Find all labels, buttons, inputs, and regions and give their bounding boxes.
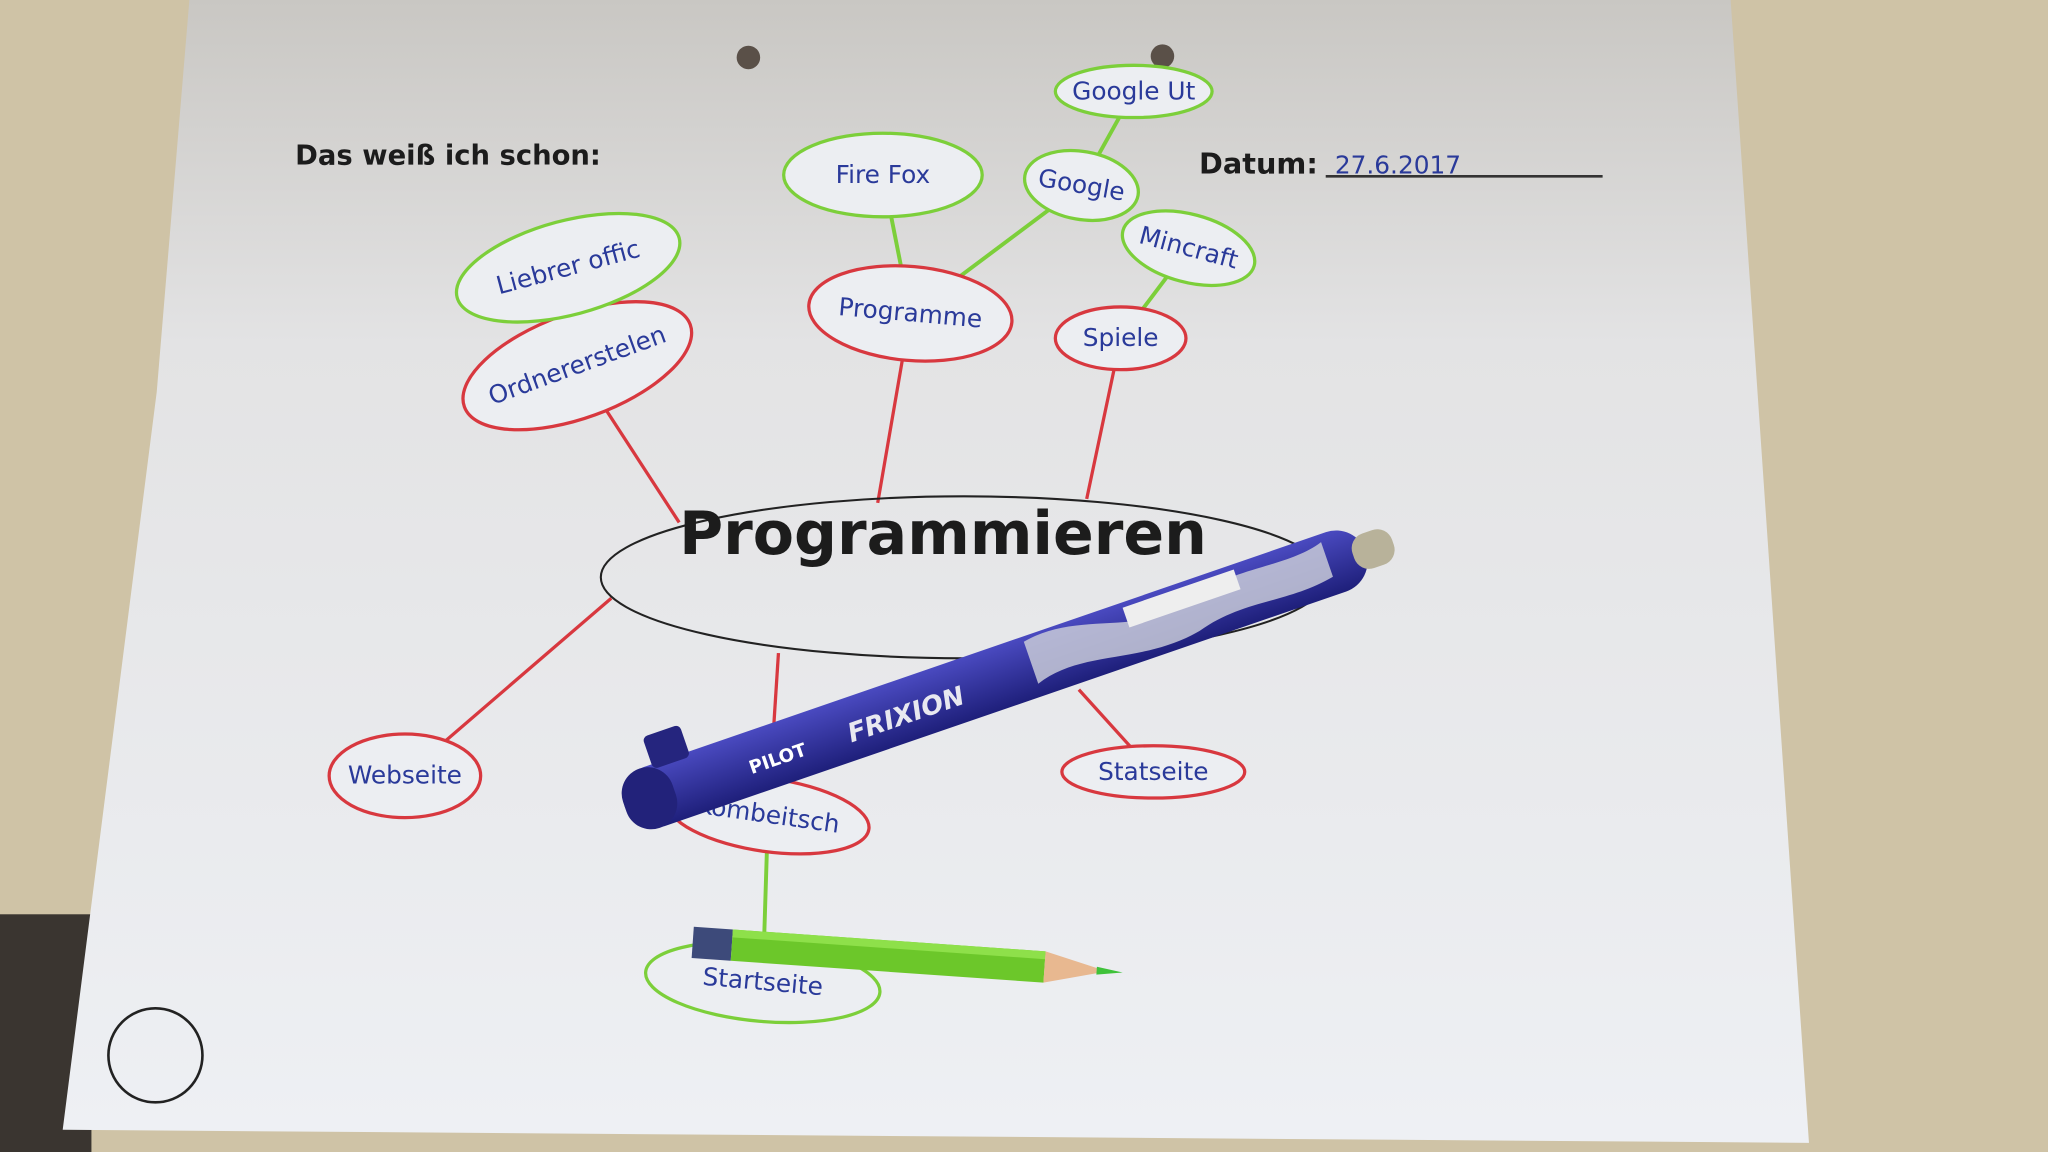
mindmap-node-liebrer: Liebrer offic [454, 211, 682, 324]
node-bubble [1053, 63, 1214, 120]
date-label: Datum: [1199, 147, 1318, 181]
mindmap-node-minecraft: Mincraft [1120, 209, 1257, 288]
mindmap-node-spiele: Spiele [1053, 305, 1188, 372]
node-bubble [454, 211, 682, 324]
punch-hole [1150, 44, 1175, 68]
node-label: Webseite [348, 761, 462, 790]
worksheet-heading: Das weiß ich schon: [295, 141, 601, 172]
corner-circle [107, 1007, 204, 1104]
mindmap-node-googleut: Google Ut [1053, 63, 1214, 120]
node-bubble [782, 131, 984, 219]
date-value: 27.6.2017 [1335, 151, 1461, 180]
punch-hole [736, 45, 761, 70]
center-topic: Programmieren [679, 499, 1207, 569]
pencil [691, 926, 1123, 983]
mindmap-node-statseite: Statseite [1060, 744, 1247, 800]
node-label: Statseite [1098, 757, 1208, 786]
node-bubble [1120, 209, 1257, 288]
mindmap-node-startseite: Startseite [643, 940, 882, 1025]
node-bubble [807, 264, 1014, 363]
node-label: Google Ut [1072, 76, 1195, 105]
node-bubble [1022, 148, 1141, 223]
mindmap-node-programme: Programme [807, 264, 1014, 363]
node-bubble [1060, 744, 1247, 800]
node-label: Spiele [1083, 323, 1159, 352]
mindmap-node-firefox: Fire Fox [782, 131, 984, 219]
mindmap-node-google: Google [1022, 148, 1141, 223]
node-bubble [1053, 305, 1188, 372]
node-label: Fire Fox [836, 160, 931, 189]
mindmap-node-webseite: Webseite [327, 732, 483, 820]
mindmap-node-kombeitsch: Kombeitsch [665, 774, 871, 856]
pen: PILOT FRIXION [621, 529, 1395, 830]
node-bubble [327, 732, 483, 820]
